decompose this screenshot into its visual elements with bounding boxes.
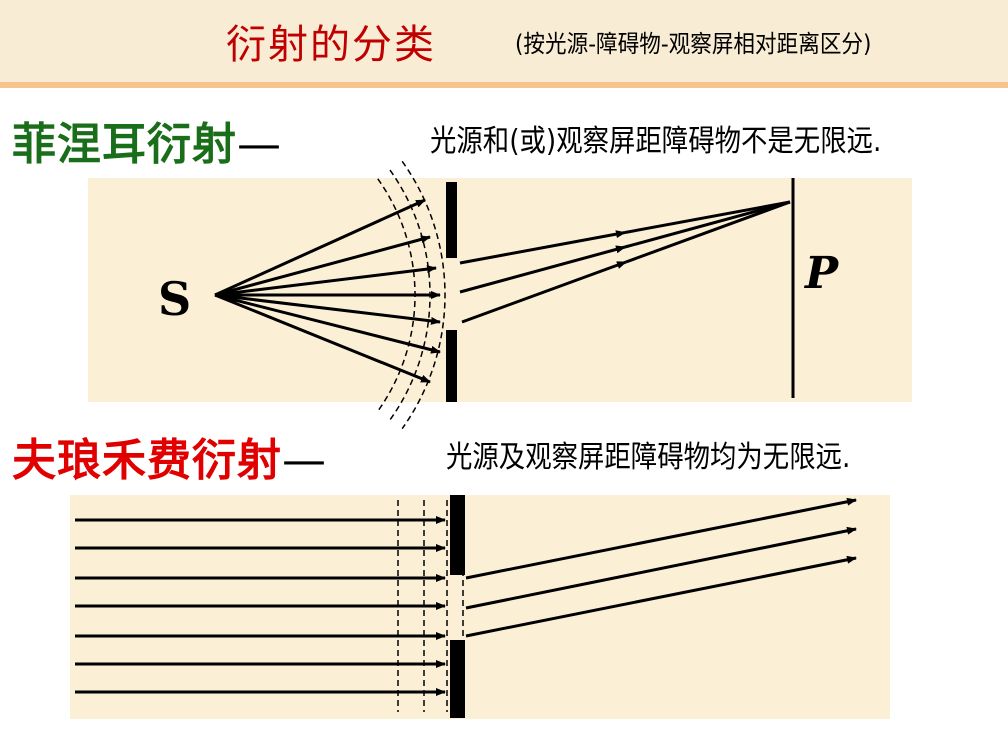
fraunhofer-heading: 夫琅禾费衍射— — [12, 424, 327, 488]
obstacle-lower — [446, 330, 457, 402]
diffracted-ray-tail — [625, 200, 791, 264]
diffracted-ray-tail — [624, 200, 791, 249]
fresnel-heading: 菲涅耳衍射— — [12, 108, 282, 172]
point-label: P — [803, 248, 840, 299]
incident-ray — [214, 235, 431, 297]
obstacle-upper — [446, 182, 457, 258]
diffracted-ray — [459, 230, 626, 265]
slide-title: 衍射的分类 — [226, 22, 436, 68]
fraunhofer-dash: — — [282, 435, 327, 486]
wavefront-arc — [401, 160, 446, 430]
incident-ray — [214, 293, 431, 384]
parallel-diffracted-ray — [465, 526, 857, 610]
diffracted-ray-tail — [624, 200, 791, 234]
diffracted-ray — [459, 245, 626, 294]
obstacle-lower — [450, 640, 465, 718]
fresnel-diagram — [214, 160, 795, 430]
fresnel-description: 光源和(或)观察屏距障碍物不是无限远. — [430, 124, 882, 159]
obstacle-upper — [450, 495, 465, 575]
incident-ray — [214, 265, 437, 297]
fraunhofer-description: 光源及观察屏距障碍物均为无限远. — [446, 440, 851, 475]
slide-subtitle: (按光源-障碍物-观察屏相对距离区分) — [515, 30, 872, 58]
parallel-diffracted-ray — [465, 555, 857, 638]
fraunhofer-name: 夫琅禾费衍射 — [12, 435, 282, 486]
header-divider — [0, 82, 1008, 88]
slide-header — [0, 0, 1008, 82]
fraunhofer-diagram — [75, 495, 857, 718]
incident-ray — [214, 293, 441, 325]
incident-ray — [214, 293, 441, 354]
fresnel-dash: — — [237, 119, 282, 170]
incident-ray — [214, 198, 426, 297]
source-label: S — [158, 272, 191, 326]
diffracted-ray — [461, 260, 627, 324]
parallel-diffracted-ray — [465, 497, 857, 580]
fresnel-name: 菲涅耳衍射 — [12, 119, 237, 170]
